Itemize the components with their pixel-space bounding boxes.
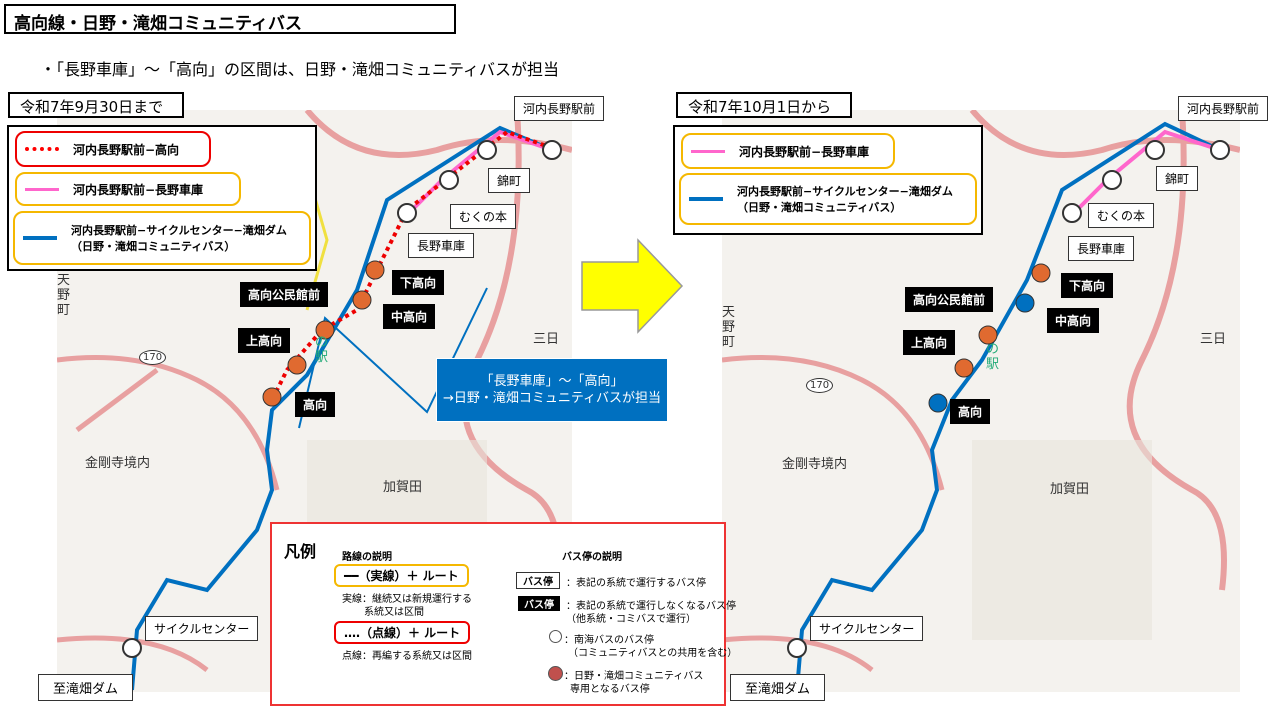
stop-kominkan: 高向公民館前 xyxy=(905,287,994,312)
subtitle: ・「長野車庫」～「高向」の区間は、日野・滝畑コミュニティバスが担当 xyxy=(40,60,560,79)
map-label-michinoeki: の駅 xyxy=(986,342,1000,372)
white-circle-desc-1: ：南海バスのバス停 xyxy=(564,635,654,646)
map-label-mikka: 三日 xyxy=(533,332,560,347)
route-170-shield: 170 xyxy=(139,350,167,365)
red-circle-desc-1: ：日野・滝畑コミュニティバス xyxy=(564,671,704,682)
stop-shimo: 下高向 xyxy=(1061,273,1114,298)
dotted-line-swatch xyxy=(25,147,59,151)
after-route-legend: 河内長野駅前−長野車庫 河内長野駅前−サイクルセンター−滝畑ダム （日野・滝畑コミ… xyxy=(673,125,983,235)
legend-route-takamuki: 河内長野駅前−高向 xyxy=(15,131,211,167)
legend-route-shako: 河内長野駅前−長野車庫 xyxy=(15,172,241,206)
red-circle-desc-2: 専用となるバス停 xyxy=(570,684,650,695)
solid-desc-2: 系統又は区間 xyxy=(364,607,424,618)
stop-dam: 至滝畑ダム xyxy=(730,674,826,701)
stop-takamuki: 高向 xyxy=(950,399,991,424)
legend-label: 河内長野駅前−サイクルセンター−滝畑ダム xyxy=(71,224,287,237)
map-label-kagata: 加賀田 xyxy=(383,480,423,495)
blue-line-swatch xyxy=(23,236,57,240)
legend-label: 河内長野駅前−サイクルセンター−滝畑ダム xyxy=(737,185,953,198)
stop-shako: 長野車庫 xyxy=(1068,236,1135,261)
legend-route-community: 河内長野駅前−サイクルセンター−滝畑ダム （日野・滝畑コミュニティバス） xyxy=(13,211,311,265)
legend-route-shako: 河内長野駅前−長野車庫 xyxy=(681,133,895,169)
black-tag-desc-1: ：表記の系統で運行しなくなるバス停 xyxy=(566,601,736,612)
white-circle-desc-2: （コミュニティバスとの共用を含む） xyxy=(568,648,738,659)
stop-shimo: 下高向 xyxy=(392,270,445,295)
legend-label: 河内長野駅前−長野車庫 xyxy=(739,144,870,159)
stop-takamuki: 高向 xyxy=(295,392,336,417)
blue-line-swatch xyxy=(689,197,723,201)
stop-station: 河内長野駅前 xyxy=(1178,96,1269,121)
stop-kami: 上高向 xyxy=(238,328,291,353)
stop-mukunomoto: むくの本 xyxy=(450,204,517,229)
change-callout: 「長野車庫」～「高向」 →日野・滝畑コミュニティバスが担当 xyxy=(436,358,668,422)
map-label-kagata: 加賀田 xyxy=(1050,482,1090,497)
stop-station: 河内長野駅前 xyxy=(514,96,605,121)
black-tag-desc-2: （他系統・コミバスで運行） xyxy=(566,614,696,625)
stop-cycle: サイクルセンター xyxy=(145,616,259,641)
legend-label: 河内長野駅前−高向 xyxy=(73,142,180,157)
before-date-label: 令和7年9月30日まで xyxy=(8,92,184,118)
map-label-kongoji: 金剛寺境内 xyxy=(782,457,848,472)
stop-shako: 長野車庫 xyxy=(408,233,475,258)
white-tag-desc: ：表記の系統で運行するバス停 xyxy=(566,578,706,589)
solid-line-legend: ━━（実線）＋ ルート xyxy=(334,564,469,587)
stop-mukunomoto: むくの本 xyxy=(1088,203,1155,228)
white-circle-icon xyxy=(549,630,562,643)
map-label-kongoji: 金剛寺境内 xyxy=(85,456,151,471)
callout-line2: →日野・滝畑コミュニティバスが担当 xyxy=(442,391,662,406)
stop-nishiki: 錦町 xyxy=(488,168,531,193)
page-title: 高向線・日野・滝畑コミュニティバス xyxy=(4,4,456,34)
legend-label-sub: （日野・滝畑コミュニティバス） xyxy=(71,240,236,253)
dotted-desc: 点線：再編する系統又は区間 xyxy=(342,651,472,662)
stop-naka: 中高向 xyxy=(1047,308,1100,333)
legend-label-sub: （日野・滝畑コミュニティバス） xyxy=(737,201,902,214)
before-route-legend: 河内長野駅前−高向 河内長野駅前−長野車庫 河内長野駅前−サイクルセンター−滝畑… xyxy=(7,125,317,271)
map-label-michinoeki: の駅 xyxy=(315,335,329,365)
stop-kami: 上高向 xyxy=(903,330,956,355)
solid-desc-1: 実線：継続又は新規運行する xyxy=(342,594,472,605)
map-label-amano: 天野町 xyxy=(722,305,736,350)
white-stop-tag: バス停 xyxy=(516,572,560,589)
legend-title: 凡例 xyxy=(284,542,317,561)
stop-naka: 中高向 xyxy=(383,304,436,329)
after-date-label: 令和7年10月1日から xyxy=(676,92,852,118)
routes-heading: 路線の説明 xyxy=(342,552,392,563)
route-170-shield: 170 xyxy=(806,378,834,393)
stop-nishiki: 錦町 xyxy=(1156,166,1199,191)
callout-line1: 「長野車庫」～「高向」 xyxy=(480,374,624,389)
map-label-mikka: 三日 xyxy=(1200,332,1227,347)
black-stop-tag: バス停 xyxy=(518,596,560,611)
stops-heading: バス停の説明 xyxy=(562,552,622,563)
stop-kominkan: 高向公民館前 xyxy=(240,282,329,307)
right-arrow-icon xyxy=(581,238,684,334)
stop-dam: 至滝畑ダム xyxy=(38,674,134,701)
map-after-graphics xyxy=(722,110,1240,691)
legend-label: 河内長野駅前−長野車庫 xyxy=(73,182,204,197)
legend-route-community: 河内長野駅前−サイクルセンター−滝畑ダム （日野・滝畑コミュニティバス） xyxy=(679,173,977,225)
pink-line-swatch xyxy=(691,149,725,153)
dotted-line-legend: ‥‥（点線）＋ ルート xyxy=(334,621,471,644)
pink-line-swatch xyxy=(25,187,59,191)
stop-cycle: サイクルセンター xyxy=(810,616,924,641)
red-circle-icon xyxy=(548,666,563,681)
map-label-amano: 天野町 xyxy=(57,273,71,318)
map-legend: 凡例 路線の説明 ━━（実線）＋ ルート 実線：継続又は新規運行する 系統又は区… xyxy=(270,522,737,706)
